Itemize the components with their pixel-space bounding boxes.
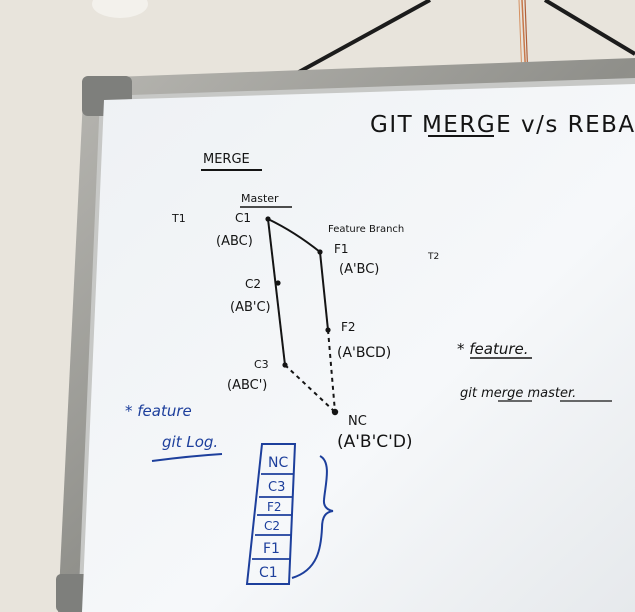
t1-label: T1	[171, 212, 186, 225]
feature-note-heading: * feature.	[457, 340, 529, 358]
log-entry-c3: C3	[268, 480, 285, 495]
commit-f1-state: (A'BC)	[339, 262, 379, 277]
log-entry-nc: NC	[268, 455, 288, 471]
board-title: GIT MERGE v/s REBASE	[370, 112, 635, 138]
commit-nc-state: (A'B'C'D)	[337, 432, 413, 452]
log-entry-c1: C1	[259, 565, 278, 581]
commit-f1-label: F1	[334, 242, 349, 256]
log-entry-f1: F1	[263, 541, 280, 557]
commit-node-nc	[331, 408, 339, 416]
wall-light-spot	[92, 0, 148, 18]
log-stack-brace	[291, 455, 334, 579]
feature-branch-label: Feature Branch	[328, 224, 404, 235]
commit-c3-state: (ABC')	[227, 378, 267, 393]
commit-c2-label: C2	[245, 277, 261, 291]
log-entry-f2: F2	[267, 500, 282, 514]
commit-nc-label: NC	[348, 414, 367, 429]
whiteboard-surface	[82, 84, 635, 612]
commit-node-c1	[265, 216, 271, 222]
merge-command-note: git merge master.	[460, 386, 576, 401]
commit-node-f2	[325, 327, 331, 333]
feature-note-blue: * feature	[125, 402, 192, 420]
commit-graph-edges	[267, 218, 336, 413]
log-stack-outline	[245, 443, 297, 585]
t2-label: T2	[427, 252, 439, 262]
log-entry-c2: C2	[264, 519, 280, 533]
log-stack: NC C3 F2 C2 F1 C1	[245, 443, 297, 585]
commit-c2-state: (AB'C)	[230, 300, 271, 315]
commit-f2-label: F2	[341, 320, 356, 334]
master-label: Master	[241, 192, 279, 205]
commit-node-c2	[275, 280, 281, 286]
commit-c3-label: C3	[254, 358, 269, 371]
commit-c1-state: (ABC)	[216, 234, 253, 249]
merge-heading: MERGE	[203, 152, 250, 167]
commit-node-c3	[282, 362, 288, 368]
commit-node-f1	[317, 249, 323, 255]
git-log-underline	[151, 453, 223, 462]
git-log-note: git Log.	[162, 433, 218, 451]
commit-f2-state: (A'BCD)	[337, 345, 391, 361]
commit-c1-label: C1	[235, 211, 251, 225]
